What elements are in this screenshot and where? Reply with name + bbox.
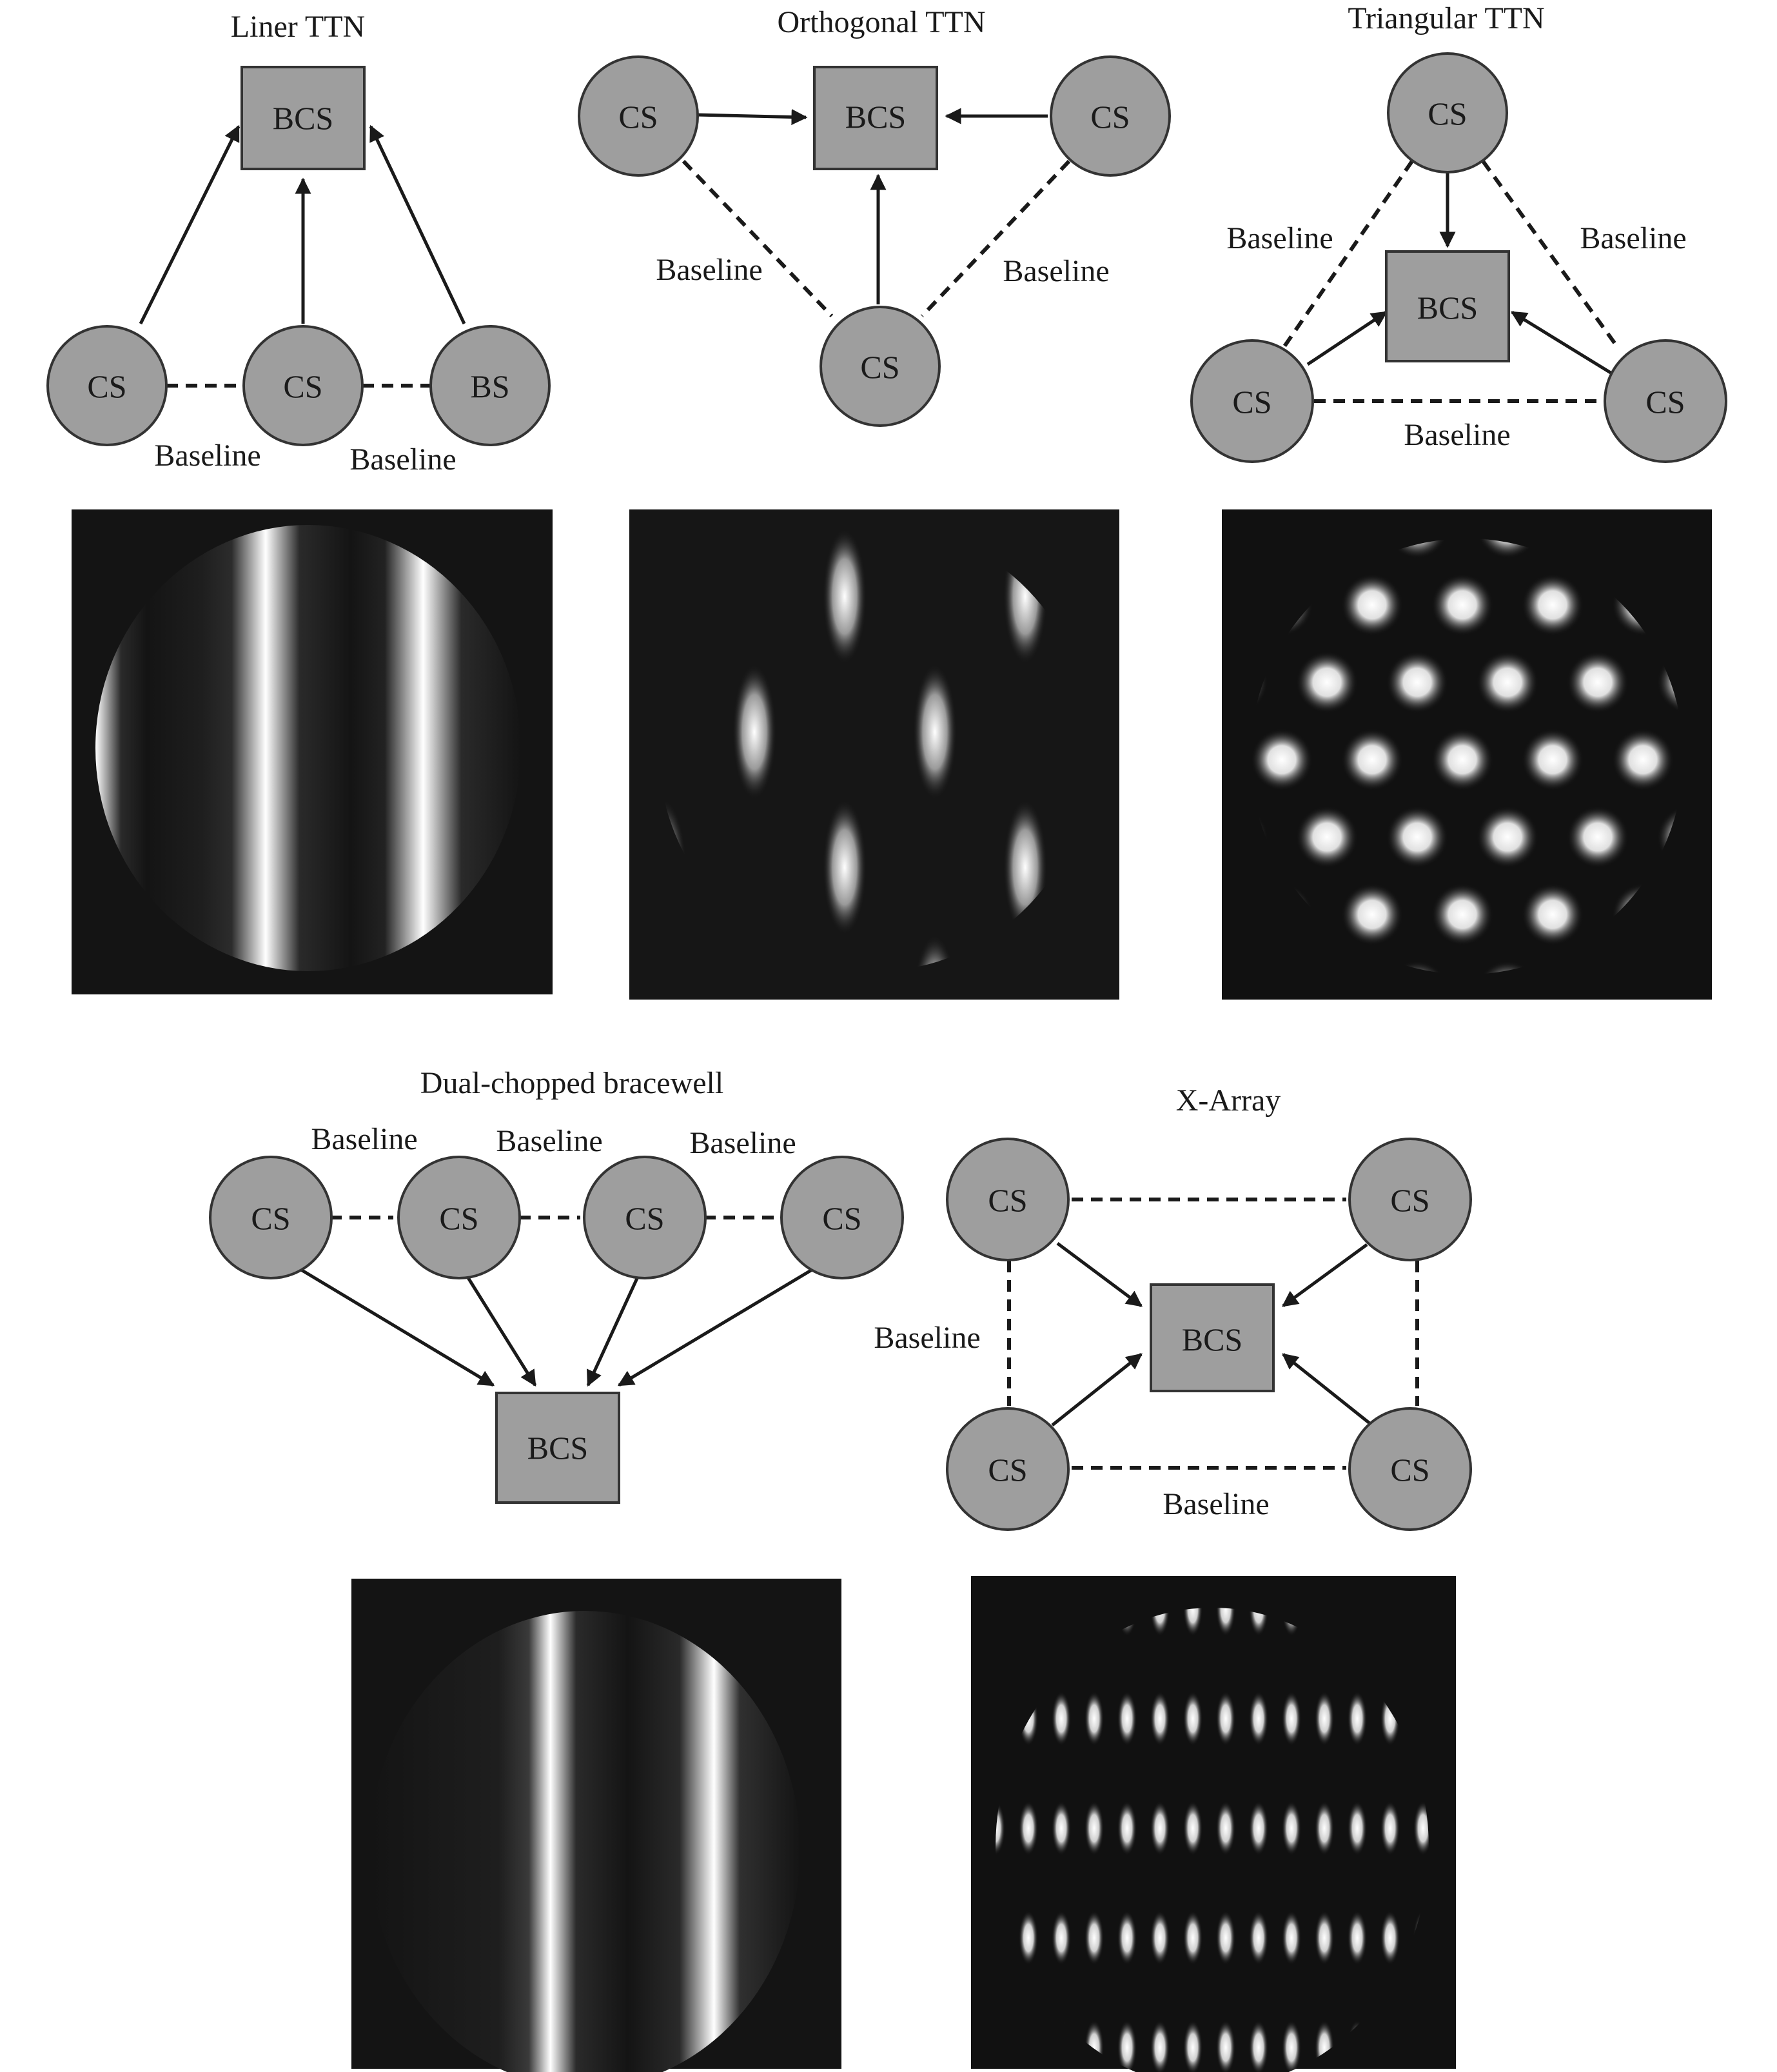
- arrow-cs3-to-bcs: [586, 1274, 640, 1387]
- bs-label: BS: [470, 368, 509, 404]
- arrow-left-to-bcs: [1306, 310, 1388, 366]
- arrow-right-to-bcs: [1510, 310, 1612, 375]
- bcs-node: [241, 66, 366, 170]
- baseline-label: Baseline: [1226, 221, 1333, 255]
- liner-ttn-diagram: Liner TTN BCS CS CS BS Baseline Baseline: [46, 10, 551, 477]
- liner-fringe-image: [72, 509, 553, 994]
- bcs-label: BCS: [1417, 290, 1478, 326]
- bcs-label: BCS: [527, 1430, 589, 1466]
- liner-ttn-title: Liner TTN: [231, 10, 365, 44]
- cs-label: CS: [251, 1200, 290, 1236]
- cs-label: CS: [1390, 1452, 1429, 1488]
- cs-node: [946, 1407, 1070, 1531]
- bcs-node: [1150, 1283, 1275, 1392]
- cs-node: [1604, 339, 1727, 463]
- cs-node: [583, 1156, 707, 1279]
- dual-chopped-fringe-image: [351, 1579, 841, 2072]
- arrow-br-to-bcs: [1282, 1353, 1373, 1426]
- cs-label: CS: [283, 368, 322, 404]
- cs-node: [1190, 339, 1314, 463]
- orthogonal-ttn-title: Orthogonal TTN: [777, 5, 985, 39]
- baseline-label: Baseline: [656, 253, 762, 287]
- cs-node: [46, 325, 168, 446]
- cs-label: CS: [625, 1200, 664, 1236]
- baseline-line-left: [682, 159, 834, 318]
- cs-node: [209, 1156, 333, 1279]
- cs-label: CS: [1232, 384, 1271, 420]
- bcs-node: [813, 66, 938, 170]
- cs-node: [1050, 55, 1171, 177]
- arrow-cs4-to-bcs: [617, 1265, 818, 1387]
- bs-node: [429, 325, 551, 446]
- dual-chopped-title: Dual-chopped bracewell: [420, 1066, 723, 1100]
- cs-label: CS: [988, 1182, 1027, 1218]
- bcs-label: BCS: [845, 99, 907, 135]
- x-array-diagram: X-Array BCS CS CS CS CS Baseline Baselin…: [874, 1083, 1472, 1531]
- baseline-label: Baseline: [1404, 418, 1510, 452]
- x-array-fringe-image: [971, 1576, 1456, 2072]
- baseline-label: Baseline: [874, 1321, 980, 1355]
- triangular-ttn-diagram: Triangular TTN BCS CS CS CS Baseline Bas…: [1190, 1, 1727, 463]
- cs-node: [1387, 52, 1508, 173]
- baseline-label: Baseline: [1580, 221, 1686, 255]
- orthogonal-fringe-image: [629, 509, 1119, 1000]
- arrow-left-to-bcs: [696, 108, 808, 125]
- cs-label: CS: [988, 1452, 1027, 1488]
- baseline-label: Baseline: [311, 1122, 417, 1156]
- baseline-label: Baseline: [154, 439, 260, 473]
- cs-node: [242, 325, 364, 446]
- baseline-label: Baseline: [1163, 1487, 1269, 1521]
- cs-label: CS: [822, 1200, 861, 1236]
- triangular-ttn-title: Triangular TTN: [1348, 1, 1544, 35]
- arrow-cs1-to-bcs: [290, 1262, 495, 1387]
- cs-node: [397, 1156, 521, 1279]
- arrow-bl-to-bcs: [1051, 1353, 1143, 1426]
- baseline-label: Baseline: [496, 1124, 602, 1158]
- baseline-label: Baseline: [1003, 254, 1109, 288]
- arrow-cs1-to-bcs: [139, 124, 241, 325]
- cs-label: CS: [439, 1200, 478, 1236]
- bcs-label: BCS: [273, 100, 334, 136]
- cs-label: CS: [860, 349, 899, 385]
- arrow-bs-to-bcs: [369, 124, 466, 325]
- arrow-cs2-to-bcs: [464, 1272, 537, 1387]
- cs-node: [1348, 1407, 1472, 1531]
- cs-label: CS: [1390, 1182, 1429, 1218]
- baseline-label: Baseline: [689, 1126, 796, 1160]
- triangular-fringe-image: [1222, 509, 1712, 1000]
- bcs-node: [1385, 250, 1510, 362]
- cs-label: CS: [1645, 384, 1685, 420]
- baseline-label: Baseline: [349, 442, 456, 477]
- dual-chopped-diagram: Dual-chopped bracewell BCS CS CS CS CS B…: [209, 1066, 904, 1504]
- cs-node: [820, 306, 941, 427]
- arrow-tr-to-bcs: [1281, 1243, 1368, 1308]
- cs-label: CS: [618, 99, 658, 135]
- cs-label: CS: [87, 368, 126, 404]
- arrow-tl-to-bcs: [1056, 1241, 1143, 1308]
- x-array-title: X-Array: [1176, 1083, 1281, 1118]
- bcs-label: BCS: [1182, 1321, 1243, 1357]
- cs-node: [578, 55, 699, 177]
- bcs-node: [495, 1392, 620, 1504]
- orthogonal-ttn-diagram: Orthogonal TTN BCS CS CS CS Baseline Bas…: [578, 5, 1171, 427]
- baseline-line-right: [920, 159, 1071, 318]
- cs-node: [946, 1138, 1070, 1261]
- cs-label: CS: [1428, 95, 1467, 132]
- cs-label: CS: [1090, 99, 1130, 135]
- cs-node: [1348, 1138, 1472, 1261]
- cs-node: [780, 1156, 904, 1279]
